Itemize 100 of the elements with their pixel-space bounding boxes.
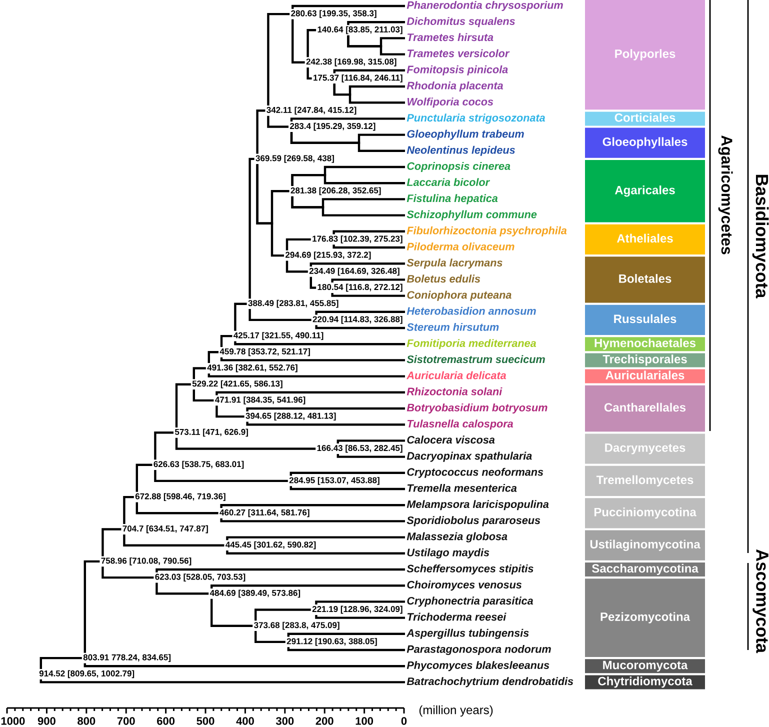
node-age-label: 280.63 [199.35, 358.3] [291, 10, 376, 18]
branch-line [154, 470, 288, 482]
branch-line [84, 663, 405, 668]
branch-line [290, 472, 405, 476]
branch-line [136, 502, 218, 514]
clade-box: Dacrymycetes [585, 434, 705, 464]
branch-line [315, 614, 405, 619]
branch-line [332, 244, 405, 249]
species-name: Heterobasidion annosum [406, 306, 536, 315]
branch-line [267, 12, 290, 106]
species-name: Sistotremastrum suecicum [406, 355, 545, 364]
clade-box: Hymenochaetales [585, 337, 705, 352]
branch-line [254, 608, 311, 621]
branch-line [234, 341, 405, 346]
clade-box: Auriculariales [585, 369, 705, 384]
species-name: Dacryopinax spathularia [406, 452, 532, 462]
tick-label: 900 [38, 717, 56, 725]
species-name: Rhizoctonia solani [406, 387, 502, 396]
node-age-label: 281.38 [206.28, 352.65] [290, 187, 381, 196]
species-name: Auricularia delicata [406, 371, 506, 380]
node-age-label: 140.64 [83.85, 211.03] [318, 26, 402, 34]
clade-box: Atheliales [585, 224, 705, 254]
node-age-label: 460.27 [311.64, 581.76] [220, 509, 310, 518]
species-name: Sporidiobolus pararoseus [406, 516, 540, 526]
node-age-label: 176.83 [102.39, 275.23] [312, 236, 402, 244]
species-name: Coprinopsis cinerea [407, 162, 510, 172]
node-age-label: 388.49 [283.81, 455.85] [248, 300, 338, 308]
clade-box: Polyporles [585, 0, 705, 110]
branch-line [220, 334, 232, 347]
branch-line [267, 116, 288, 128]
species-name: Malassezia globosa [406, 532, 508, 542]
clade-box: Pezizomycotina [585, 578, 705, 657]
branch-line [102, 566, 154, 579]
branch-line [84, 560, 100, 653]
clade-box: Ustilaginomycotina [585, 530, 705, 560]
clade-box: Trechisporales [585, 353, 705, 368]
branch-line [226, 550, 405, 554]
branch-line [220, 504, 405, 508]
species-name: Boletus edulis [406, 274, 480, 283]
branch-line [286, 238, 311, 250]
clade-box: Russulales [585, 304, 705, 335]
tick-label: 0 [401, 717, 407, 725]
branch-line [292, 19, 305, 64]
branch-line [306, 68, 312, 80]
tick-label: 700 [117, 717, 135, 725]
branch-line [333, 69, 405, 74]
branch-line [291, 196, 405, 216]
clade-box: Tremellomycetes [585, 466, 705, 496]
node-age-label: 220.94 [114.83, 326.88] [312, 316, 402, 324]
node-age-label: 369.59 [269.58, 438] [256, 155, 334, 163]
tick-label: 800 [78, 717, 96, 725]
branch-line [40, 656, 82, 669]
branch-line [192, 390, 214, 402]
node-age-label: 803.91 778.24, 834.65] [83, 654, 171, 662]
species-name: Wolfiporia cocos [408, 98, 494, 108]
branch-line [156, 582, 209, 595]
node-age-label: 166.43 [86.53, 282.45] [317, 444, 402, 453]
branch-line [156, 568, 405, 572]
branch-line [347, 35, 405, 56]
branch-line [220, 518, 405, 522]
branch-line [332, 230, 405, 234]
species-name: Fomitiporia mediterranea [406, 339, 536, 350]
branch-line [336, 440, 405, 444]
branch-line [246, 422, 405, 426]
branch-line [333, 84, 405, 104]
node-age-label: 394.65 [288.12, 481.13] [246, 412, 336, 420]
branch-line [331, 292, 405, 297]
branch-line [315, 600, 405, 605]
branch-line [248, 158, 254, 299]
clade-box: Mucoromycota [585, 659, 705, 674]
branch-line [136, 464, 152, 492]
species-name: Stereum hirsutum [406, 322, 499, 331]
species-name: Choiromyces venosus [407, 580, 522, 591]
branch-line [336, 454, 405, 458]
node-age-label: 491.36 [382.61, 552.76] [207, 364, 298, 372]
species-name: Parastagonospora nodorum [406, 644, 551, 656]
node-age-label: 234.49 [164.69, 326.48] [309, 268, 400, 276]
node-age-label: 529.22 [421.65, 586.13] [192, 380, 282, 388]
node-age-label: 425.17 [321.55, 490.11] [234, 332, 324, 340]
branch-line [123, 496, 134, 524]
species-name: Aspergillus tubingensis [406, 628, 529, 639]
branch-line [208, 373, 405, 378]
clade-box: Chytridiomycota [585, 675, 705, 690]
species-name: Calocera viscosa [407, 436, 495, 444]
tick-label: 400 [236, 717, 254, 725]
branch-line [40, 678, 405, 684]
node-age-label: 471.91 [384.35, 541.96] [215, 396, 306, 404]
branch-line [331, 278, 405, 283]
species-name: Botryobasidium botryosum [406, 403, 548, 414]
species-name: Tremella mesenterica [407, 484, 517, 492]
tick-label: 500 [196, 717, 214, 725]
branch-line [226, 536, 405, 540]
branch-line [347, 21, 405, 25]
clade-box: Cantharellales [585, 385, 705, 432]
branch-line [234, 302, 247, 331]
node-age-label: 221.19 [128.96, 324.09] [312, 606, 402, 614]
branch-line [310, 276, 316, 289]
branch-line [102, 528, 122, 556]
branch-line [175, 438, 316, 450]
group-label: Ascomycota [752, 549, 768, 654]
